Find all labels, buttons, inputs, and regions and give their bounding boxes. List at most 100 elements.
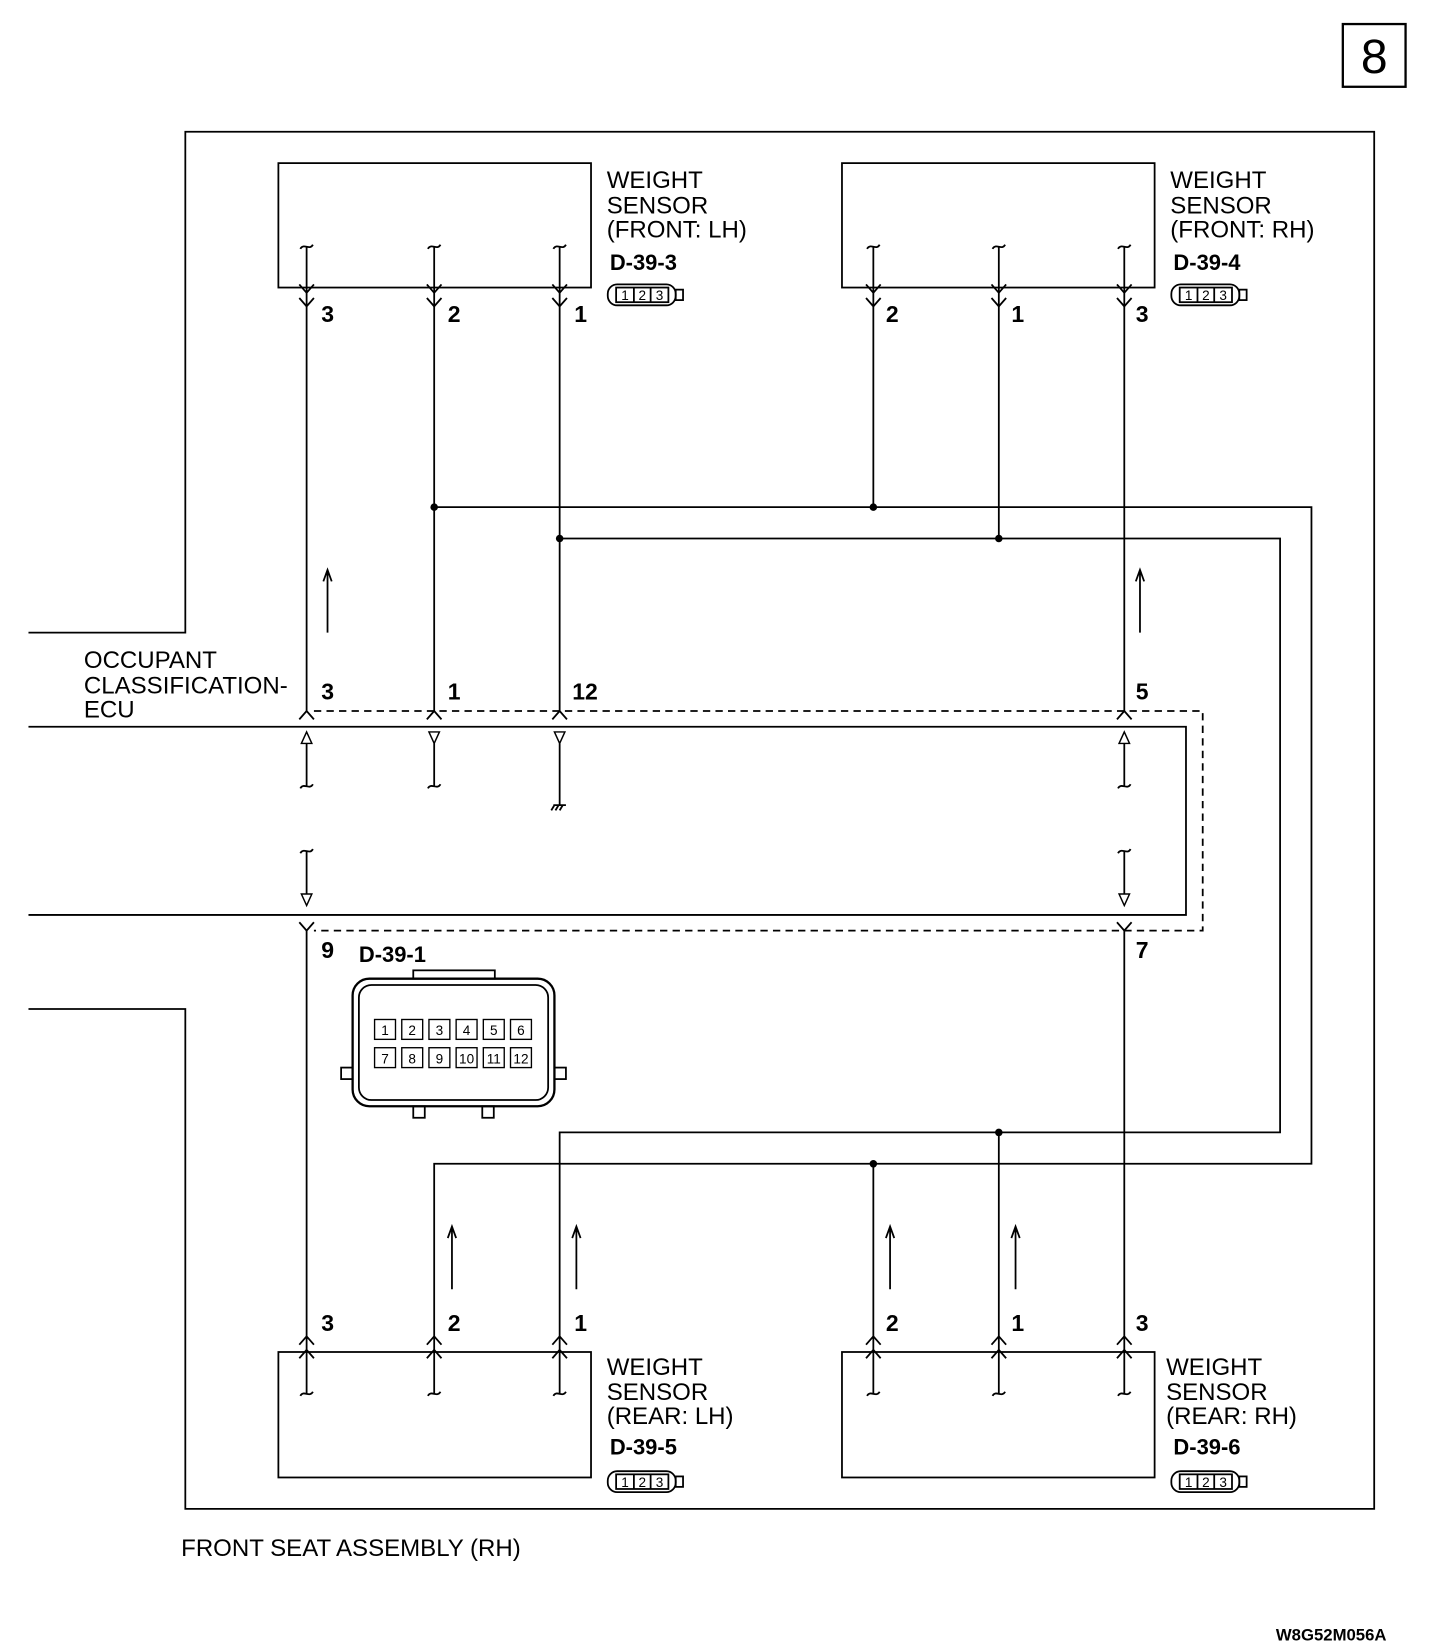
connector-inner-shell xyxy=(358,984,550,1101)
splice-point xyxy=(869,503,878,511)
cavity-number: 1 xyxy=(621,288,629,303)
cavity-number: 2 xyxy=(408,1023,416,1038)
sensor-name-line-2: SENSOR xyxy=(607,1379,709,1406)
connector-face-divider xyxy=(633,1474,652,1489)
cavity-number: 11 xyxy=(487,1051,501,1066)
connector-cavity xyxy=(373,1047,397,1069)
connector-cavity xyxy=(401,1047,424,1069)
assembly-label: FRONT SEAT ASSEMBLY (RH) xyxy=(181,1535,521,1562)
sensor-name-line-1: WEIGHT xyxy=(1170,167,1266,194)
cavity-number: 1 xyxy=(381,1023,389,1038)
wiring-harness xyxy=(305,246,1313,1394)
cavity-number: 3 xyxy=(1219,1475,1227,1490)
connector-cavity xyxy=(509,1047,533,1069)
connector-face-tab xyxy=(1238,288,1248,301)
sensor-name-line-1: WEIGHT xyxy=(1166,1354,1262,1381)
sensor-name-line-1: WEIGHT xyxy=(607,167,703,194)
sensor-pin-number: 1 xyxy=(1011,301,1024,327)
splice-point xyxy=(555,534,564,543)
sensor-pin-number: 3 xyxy=(1136,1310,1149,1336)
ecu-pin-number: 9 xyxy=(321,937,334,963)
connector-face-icon: 1 2 3 xyxy=(1170,283,1248,307)
connector-face-tab xyxy=(674,1475,684,1488)
sensor-body xyxy=(841,162,1156,289)
front-seat-assembly-boundary xyxy=(28,130,1376,1510)
connector-cavity xyxy=(428,1047,451,1069)
cavity-number: 2 xyxy=(1202,1475,1210,1490)
connector-d-39-1: D-39-1 1 2 3 4 5 6 7 8 9 10 11 12 xyxy=(340,942,567,1119)
sensor-pin-number: 1 xyxy=(574,1310,587,1336)
cavity-number: 1 xyxy=(1185,1475,1193,1490)
connector-face-cells xyxy=(615,286,670,304)
ecu-body-outline xyxy=(28,725,1187,916)
cavity-number: 3 xyxy=(436,1023,444,1038)
sensor-body xyxy=(841,1351,1156,1479)
connector-label: D-39-3 xyxy=(610,250,677,275)
cavity-number: 5 xyxy=(490,1023,498,1038)
ecu-name-line-1: OCCUPANT xyxy=(84,647,217,674)
splice-point xyxy=(995,534,1003,543)
splice-point xyxy=(430,503,438,511)
connector-side-tab-left xyxy=(340,1066,354,1080)
connector-face-cells xyxy=(615,1473,670,1490)
cavity-number: 2 xyxy=(1202,288,1210,303)
connector-face-tab xyxy=(674,288,684,301)
sensor-name-line-2: SENSOR xyxy=(1170,192,1272,219)
connector-label: D-39-5 xyxy=(610,1434,677,1459)
connector-cavity xyxy=(482,1018,505,1041)
sensor-name-line-3: (REAR: RH) xyxy=(1166,1403,1297,1430)
weight-sensor-rear-lh: WEIGHT SENSOR (REAR: LH) D-39-5 3 2 1 1 … xyxy=(277,1310,734,1493)
splice-point xyxy=(869,1160,878,1168)
connector-cavity xyxy=(455,1047,478,1069)
ecu-pin-number: 1 xyxy=(448,679,461,705)
connector-label: D-39-6 xyxy=(1173,1434,1240,1459)
connector-label: D-39-4 xyxy=(1173,250,1241,275)
sensor-pin-number: 2 xyxy=(886,1310,899,1336)
sensor-pin-number: 1 xyxy=(574,301,587,327)
ecu-pin-number: 5 xyxy=(1136,679,1149,705)
occupant-classification-ecu: OCCUPANT CLASSIFICATION- ECU 3 1 12 5 9 … xyxy=(28,647,1204,963)
connector-cavity xyxy=(455,1018,478,1041)
cavity-number: 12 xyxy=(513,1051,528,1066)
connector-cavity xyxy=(509,1018,533,1041)
cavity-number: 2 xyxy=(638,1475,646,1490)
ecu-name-line-2: CLASSIFICATION- xyxy=(84,672,288,699)
sensor-name-line-2: SENSOR xyxy=(1166,1379,1268,1406)
connector-face-divider xyxy=(1196,1474,1216,1489)
ecu-connector-outline-dashed xyxy=(313,710,1204,932)
wire-bus-to-rear-lh-pin2 xyxy=(433,506,1313,1394)
connector-cavity xyxy=(428,1018,451,1041)
wire-bus-to-rear-lh-pin1 xyxy=(558,537,1281,1394)
page-number-frame xyxy=(1341,22,1407,88)
connector-face-icon: 1 2 3 xyxy=(606,1470,684,1493)
cavity-number: 7 xyxy=(381,1051,389,1066)
splice-point xyxy=(995,1128,1003,1137)
splice-points xyxy=(430,503,1003,1168)
sensor-body xyxy=(277,1351,592,1479)
ecu-name-line-3: ECU xyxy=(84,696,135,723)
connector-face-icon: 1 2 3 xyxy=(1170,1470,1248,1493)
sensor-pin-number: 1 xyxy=(1011,1310,1024,1336)
sensor-pin-number: 3 xyxy=(321,1310,334,1336)
sensor-pin-number: 3 xyxy=(1136,301,1149,327)
connector-face-tab xyxy=(1238,1475,1248,1488)
weight-sensor-front-rh: WEIGHT SENSOR (FRONT: RH) D-39-4 2 1 3 1… xyxy=(841,162,1314,327)
connector-face-cells xyxy=(1178,286,1233,304)
ecu-pin-number: 7 xyxy=(1136,937,1149,963)
sensor-pin-number: 3 xyxy=(321,301,334,327)
connector-cavity xyxy=(401,1018,424,1041)
cavity-number: 3 xyxy=(656,1475,664,1490)
sensor-name-line-2: SENSOR xyxy=(607,192,709,219)
cavity-number: 9 xyxy=(436,1051,444,1066)
weight-sensor-rear-rh: WEIGHT SENSOR (REAR: RH) D-39-6 2 1 3 1 … xyxy=(841,1310,1297,1493)
connector-outer-shell xyxy=(351,977,556,1108)
cavity-number: 8 xyxy=(408,1051,416,1066)
connector-face-divider xyxy=(1196,287,1216,303)
cavity-number: 2 xyxy=(638,288,646,303)
connector-side-tab-right xyxy=(553,1066,567,1080)
sensor-pin-number: 2 xyxy=(448,1310,461,1336)
connector-face-divider xyxy=(633,287,652,303)
connector-face-cells xyxy=(1178,1473,1233,1490)
